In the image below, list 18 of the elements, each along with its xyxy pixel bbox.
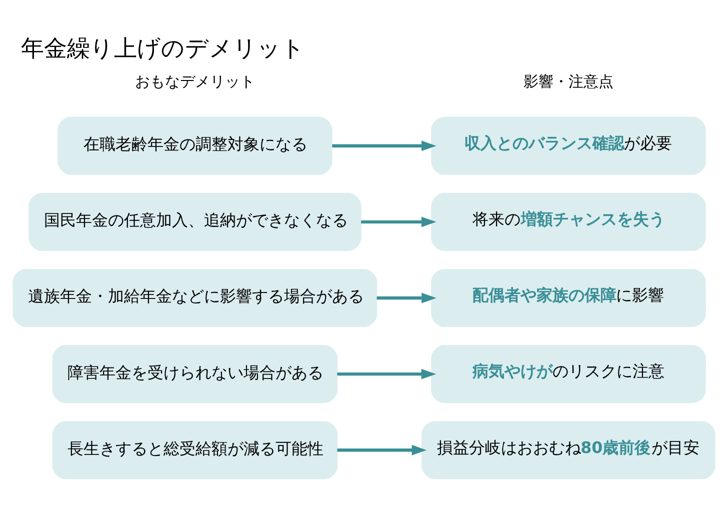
node-box: 長生きすると総受給額が減る可能性	[52, 420, 338, 479]
node-box: 在職老齢年金の調整対象になる	[57, 116, 332, 174]
diagram-title: 年金繰り上げのデメリット	[20, 34, 305, 62]
arrow	[336, 368, 436, 379]
node-box: 収入とのバランス確認が必要	[430, 116, 706, 174]
node-box: 遺族年金・加給年金などに影響する場合がある	[12, 268, 377, 327]
node-box: 障害年金を受けられない場合がある	[52, 344, 338, 403]
label: 影響・注意点	[522, 72, 613, 90]
arrow	[332, 140, 436, 151]
node-box: 国民年金の任意加入、追納ができなくなる	[28, 192, 361, 250]
arrow	[360, 216, 436, 227]
node-box: 損益分岐はおおむね80歳前後が目安	[421, 420, 715, 479]
label: おもなデメリット	[134, 72, 254, 90]
node-box: 配偶者や家族の保障に影響	[430, 268, 706, 327]
arrow	[336, 444, 426, 455]
node-box: 将来の増額チャンスを失う	[430, 192, 706, 250]
node-box: 病気やけがのリスクに注意	[430, 344, 706, 403]
arrow	[376, 292, 436, 303]
